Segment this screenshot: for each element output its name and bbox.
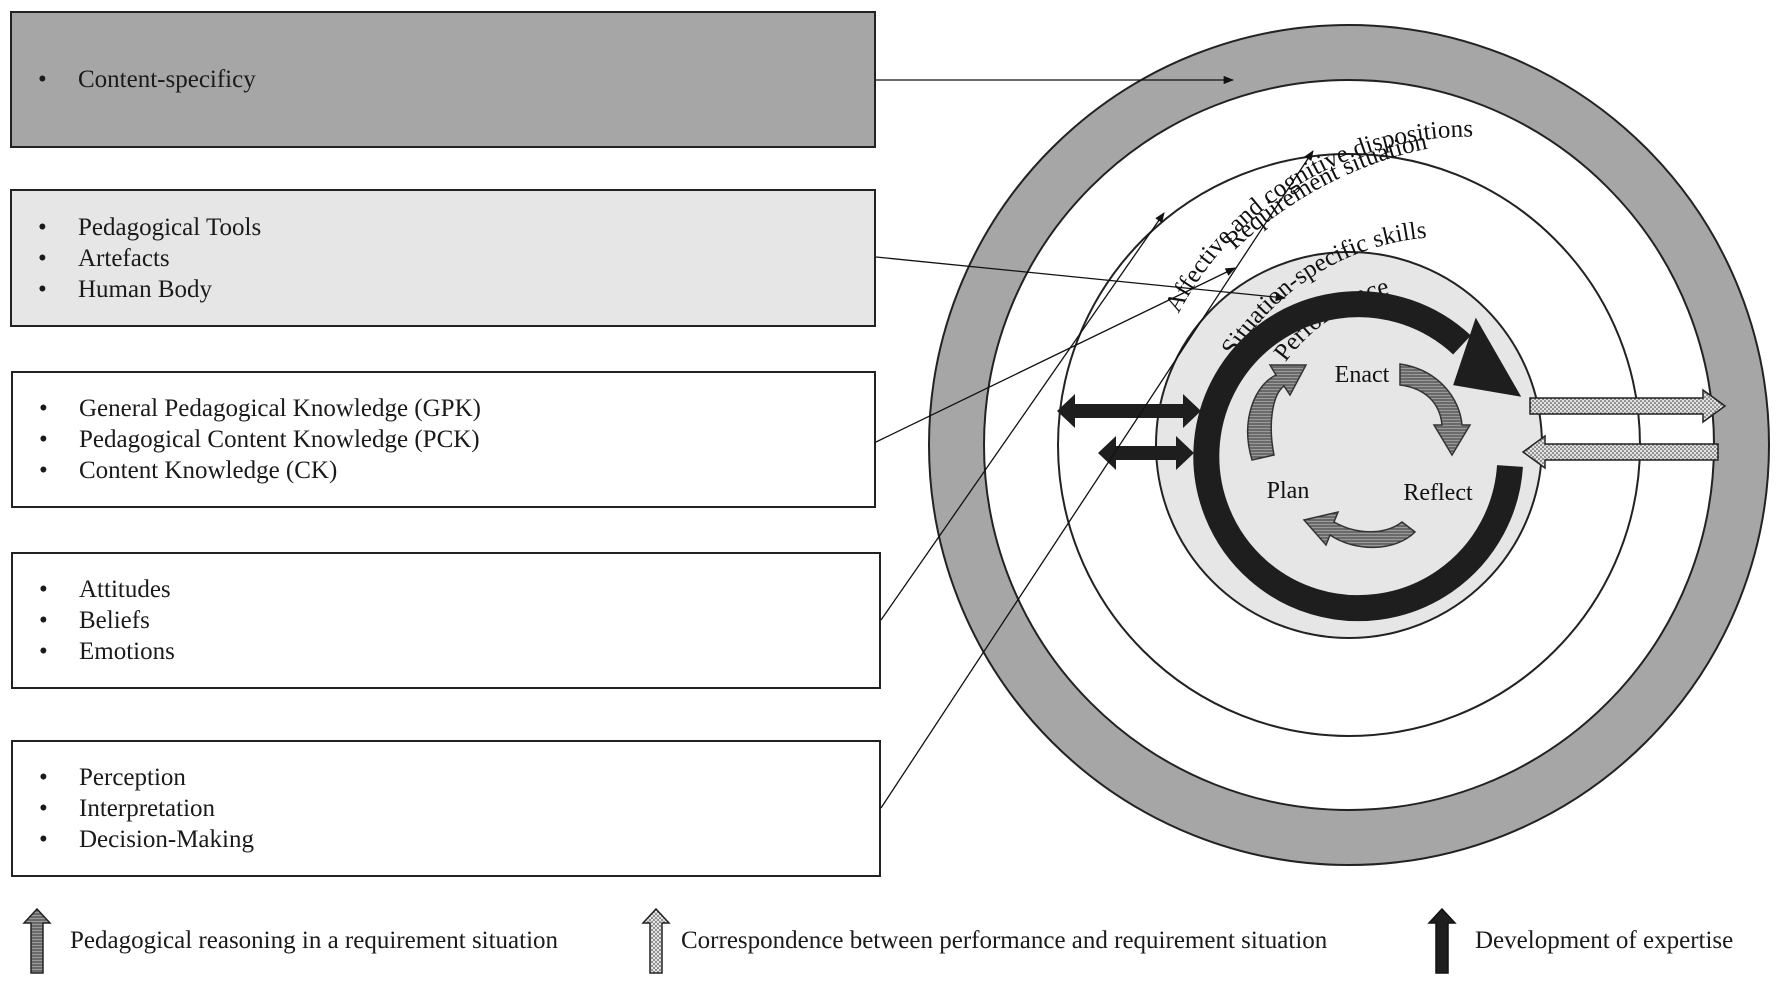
enact-label: Enact [1335, 362, 1390, 388]
reflect-label: Reflect [1403, 480, 1473, 506]
dispositions-box: •Attitudes •Beliefs •Emotions [11, 552, 881, 689]
legend-development: Development of expertise [1427, 905, 1733, 977]
connector-lines [875, 75, 1314, 809]
list-item: •Decision-Making [39, 826, 254, 853]
list-item: •Pedagogical Content Knowledge (PCK) [39, 426, 480, 453]
list-item: •Artefacts [38, 244, 170, 272]
list-item: •Content-specificy [38, 66, 256, 93]
skills-box: •Perception •Interpretation •Decision-Ma… [11, 740, 881, 877]
black-arrow-icon [1427, 907, 1457, 974]
legend-correspondence: Correspondence between performance and r… [641, 905, 1327, 977]
legend-label: Development of expertise [1475, 927, 1734, 954]
list-item: •Pedagogical Tools [38, 213, 262, 241]
list-item: •Attitudes [39, 576, 171, 603]
list-item: •Perception [39, 764, 186, 791]
development-double-arrows [1057, 394, 1201, 470]
reasoning-arrows [1247, 363, 1472, 549]
hatched-arrow-icon [22, 907, 52, 974]
legend-label: Pedagogical reasoning in a requirement s… [70, 927, 559, 954]
plan-label: Plan [1267, 478, 1310, 504]
list-item: •Beliefs [39, 607, 150, 634]
list-item: •Emotions [39, 638, 175, 665]
knowledge-box: •General Pedagogical Knowledge (GPK) •Pe… [11, 371, 876, 508]
legend-label: Correspondence between performance and r… [681, 927, 1328, 954]
list-item: •Interpretation [39, 795, 216, 822]
list-item: •General Pedagogical Knowledge (GPK) [39, 395, 481, 422]
dotted-arrow-icon [641, 907, 671, 974]
legend-reasoning: Pedagogical reasoning in a requirement s… [22, 905, 558, 977]
content-box: •Content-specificy [10, 11, 876, 148]
list-item: •Content Knowledge (CK) [39, 457, 338, 484]
list-item: •Human Body [38, 275, 213, 303]
development-cycle-arrow [1193, 291, 1523, 622]
tools-box: •Pedagogical Tools •Artefacts •Human Bod… [10, 189, 876, 327]
correspondence-arrows [1521, 388, 1727, 470]
